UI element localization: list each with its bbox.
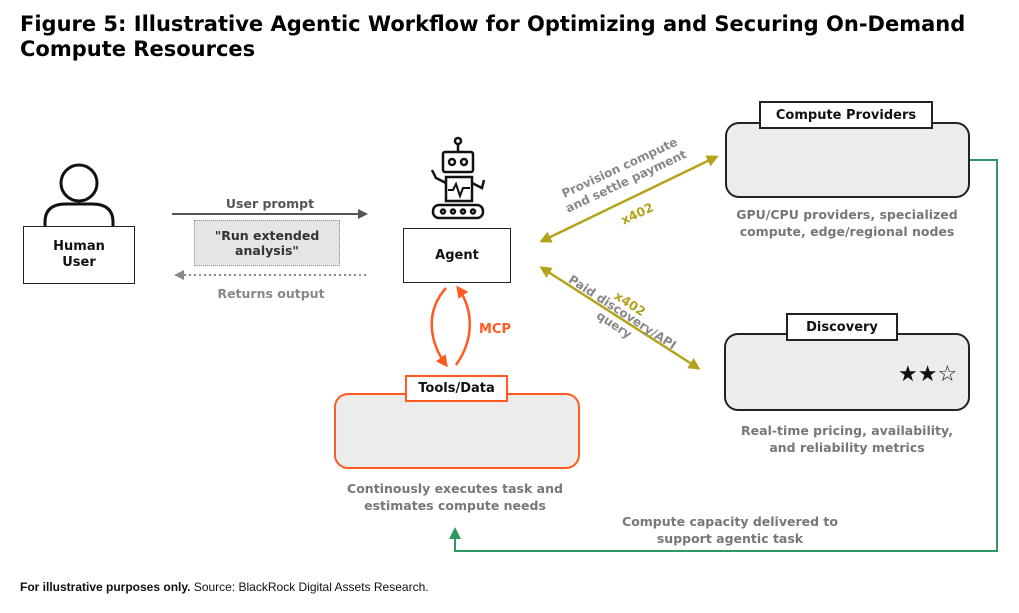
discovery-caption: Real-time pricing, availability, and rel… <box>712 422 982 456</box>
tools-caption: Continously executes task and estimates … <box>320 480 590 514</box>
discovery-caption-line1: Real-time pricing, availability, <box>741 423 953 438</box>
footer-bold: For illustrative purposes only. <box>20 580 191 594</box>
tools-caption-line2: estimates compute needs <box>364 498 546 513</box>
tools-caption-line1: Continously executes task and <box>347 481 563 496</box>
mcp-up-arrow <box>454 285 471 366</box>
compute-delivered-line <box>449 159 998 552</box>
compute-providers-tag: Compute Providers <box>759 101 933 129</box>
prompt-quote-line1: "Run extended <box>214 228 320 243</box>
agent-label: Agent <box>435 247 479 263</box>
robot-agent-icon <box>430 136 486 220</box>
mcp-label: MCP <box>479 322 512 337</box>
human-label-line2: User <box>62 255 96 270</box>
returns-output-label: Returns output <box>217 286 325 301</box>
provision-arrow <box>539 155 719 243</box>
compute-providers-caption: GPU/CPU providers, specialized compute, … <box>712 206 982 240</box>
agent-box: Agent <box>403 228 511 283</box>
human-user-box: Human User <box>23 226 135 284</box>
mcp-down-arrow <box>430 287 448 368</box>
footer-source: Source: BlackRock Digital Assets Researc… <box>190 580 429 594</box>
prompt-quote-line2: analysis" <box>235 243 299 258</box>
figure-title: Figure 5: Illustrative Agentic Workflow … <box>20 12 966 61</box>
user-prompt-label: User prompt <box>225 196 315 211</box>
prompt-quote-box: "Run extended analysis" <box>194 220 340 266</box>
compute-providers-panel <box>725 122 970 198</box>
tools-data-tag: Tools/Data <box>405 375 508 402</box>
compute-caption-line1: GPU/CPU providers, specialized <box>736 207 958 222</box>
compute-caption-line2: compute, edge/regional nodes <box>739 224 955 239</box>
discovery-tag: Discovery <box>786 313 898 341</box>
paid-discovery-arrow <box>539 266 701 370</box>
delivered-line2: support agentic task <box>656 531 804 546</box>
human-user-icon <box>43 163 115 235</box>
star-rating-icon: ★★☆ <box>898 362 958 387</box>
discovery-panel <box>724 333 970 411</box>
footer-note: For illustrative purposes only. Source: … <box>20 580 429 594</box>
tools-data-panel <box>334 393 580 469</box>
delivered-line1: Compute capacity delivered to <box>622 514 838 529</box>
compute-delivered-label: Compute capacity delivered to support ag… <box>600 513 860 547</box>
human-label-line1: Human <box>53 239 105 254</box>
discovery-caption-line2: and reliability metrics <box>769 440 925 455</box>
